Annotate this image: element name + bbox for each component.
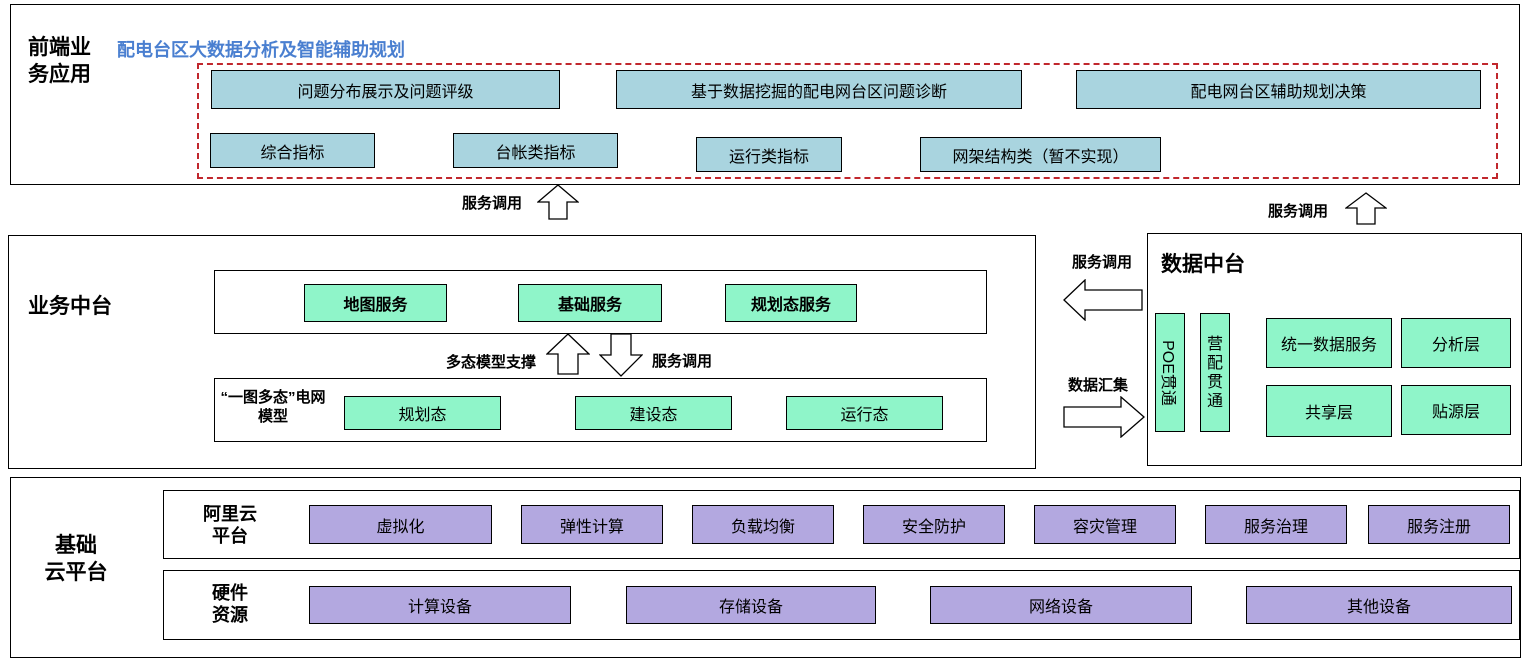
ying-pei-char: 贯 — [1206, 373, 1223, 391]
data-aggregate-label: 数据汇集 — [1068, 377, 1129, 394]
service-call-right-label: 服务调用 — [1268, 203, 1329, 220]
model-label-line2: 模型 — [257, 408, 288, 425]
ying-pei-char: 营 — [1206, 335, 1223, 353]
right-arrow-icon — [1063, 396, 1145, 438]
aliyun-label: 阿里云 平台 — [180, 503, 280, 547]
data-block-sharing-layer: 共享层 — [1266, 385, 1392, 437]
frontend-dashed-group — [197, 63, 1498, 179]
data-platform-title: 数据中台 — [1161, 253, 1245, 276]
aliyun-item-load-balancing: 负载均衡 — [692, 505, 834, 544]
frontend-title-line1: 前端业 — [28, 36, 91, 59]
frontend-item-composite-index: 综合指标 — [210, 133, 375, 168]
model-label-line1: “一图多态”电网 — [220, 389, 326, 406]
aliyun-label-line1: 阿里云 — [203, 504, 257, 524]
service-planning-state: 规划态服务 — [725, 284, 857, 322]
up-arrow-icon — [537, 184, 579, 220]
left-arrow-icon — [1063, 279, 1143, 321]
frontend-item-grid-structure: 网架结构类（暂不实现） — [920, 137, 1161, 172]
data-block-source-layer: 贴源层 — [1401, 385, 1511, 435]
data-block-analysis-layer: 分析层 — [1401, 318, 1511, 368]
state-planning: 规划态 — [344, 396, 501, 430]
model-label: “一图多态”电网 模型 — [214, 388, 332, 426]
hardware-item-other: 其他设备 — [1246, 586, 1512, 624]
state-construction: 建设态 — [575, 396, 732, 430]
business-title: 业务中台 — [28, 295, 112, 318]
aliyun-item-elastic-compute: 弹性计算 — [521, 505, 663, 544]
service-call-left-label: 服务调用 — [462, 195, 523, 212]
service-map: 地图服务 — [304, 284, 447, 322]
hardware-item-network: 网络设备 — [930, 586, 1192, 624]
ying-pei-char: 通 — [1206, 392, 1223, 410]
cloud-title: 基础 云平台 — [20, 532, 132, 586]
down-arrow-icon — [599, 333, 643, 377]
cloud-title-line1: 基础 — [55, 534, 97, 557]
frontend-item-operation-index: 运行类指标 — [696, 137, 842, 172]
data-block-unified-service: 统一数据服务 — [1266, 318, 1392, 368]
up-arrow-icon — [1345, 192, 1387, 225]
up-arrow-icon — [546, 333, 590, 375]
frontend-title: 前端业 务应用 — [28, 34, 118, 88]
poe-block-label: POE贯通 — [1159, 339, 1176, 406]
hardware-label: 硬件 资源 — [180, 582, 280, 626]
frontend-item-problem-diagnosis: 基于数据挖掘的配电网台区问题诊断 — [616, 70, 1022, 109]
multi-model-support-label: 多态模型支撑 — [446, 354, 537, 371]
hardware-item-storage: 存储设备 — [626, 586, 876, 624]
frontend-item-planning-decision: 配电网台区辅助规划决策 — [1076, 70, 1481, 109]
hardware-label-line2: 资源 — [212, 605, 248, 625]
hardware-label-line1: 硬件 — [212, 583, 248, 603]
ying-pei-char: 配 — [1206, 354, 1223, 372]
poe-block: POE贯通 — [1155, 313, 1185, 432]
service-call-inner-label: 服务调用 — [652, 353, 713, 370]
aliyun-item-disaster-recovery: 容灾管理 — [1034, 505, 1176, 544]
service-call-mid-label: 服务调用 — [1072, 254, 1133, 271]
aliyun-item-virtualization: 虚拟化 — [309, 505, 492, 544]
service-basic: 基础服务 — [518, 284, 662, 322]
aliyun-item-security: 安全防护 — [863, 505, 1005, 544]
cloud-title-line2: 云平台 — [44, 561, 108, 584]
ying-pei-block: 营 配 贯 通 — [1200, 313, 1230, 432]
aliyun-item-service-registry: 服务注册 — [1368, 505, 1510, 544]
frontend-subtitle: 配电台区大数据分析及智能辅助规划 — [117, 40, 405, 60]
frontend-title-line2: 务应用 — [28, 63, 91, 86]
state-operation: 运行态 — [786, 396, 943, 430]
frontend-item-ledger-index: 台帐类指标 — [453, 133, 618, 168]
frontend-item-problem-distribution: 问题分布展示及问题评级 — [211, 70, 560, 109]
aliyun-label-line2: 平台 — [212, 526, 248, 546]
hardware-item-compute: 计算设备 — [309, 586, 571, 624]
aliyun-item-service-governance: 服务治理 — [1205, 505, 1347, 544]
